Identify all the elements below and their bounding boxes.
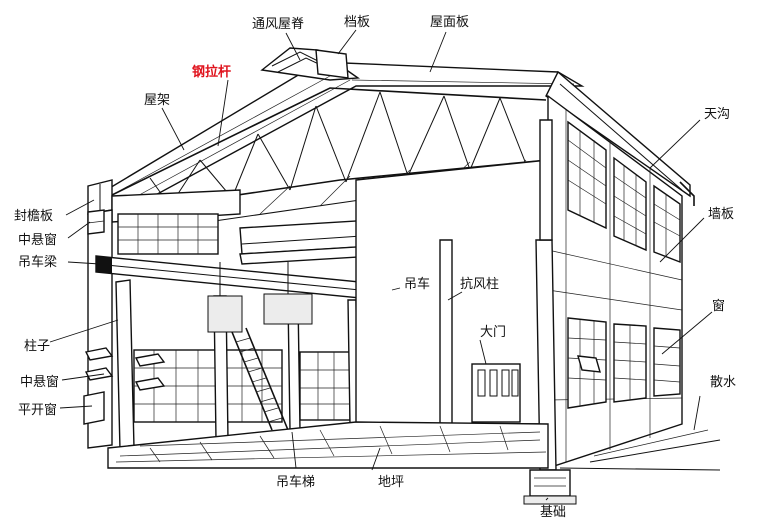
label-casement-window: 平开窗 <box>18 402 57 418</box>
label-baffle: 档板 <box>344 15 370 30</box>
center-pivot-window-open <box>84 347 166 391</box>
label-steel-tie-rod: 钢拉杆 <box>192 64 231 80</box>
label-wall-panel: 墙板 <box>708 207 734 222</box>
foundation <box>523 469 577 505</box>
lower-windows <box>133 349 351 423</box>
label-main-door: 大门 <box>480 325 506 340</box>
label-vent-ridge: 通风屋脊 <box>252 17 304 32</box>
label-gutter: 天沟 <box>704 107 730 122</box>
baffle <box>315 49 349 79</box>
right-wall <box>535 94 683 471</box>
ground-floor <box>107 421 721 505</box>
label-wind-column: 抗风柱 <box>460 277 499 292</box>
main-door <box>471 363 521 423</box>
leader-lines <box>49 29 713 501</box>
left-wall <box>83 209 351 449</box>
label-center-pivot-window-upper: 中悬窗 <box>18 232 57 248</box>
label-center-pivot-window-lower: 中悬窗 <box>20 374 59 390</box>
label-roof-truss: 屋架 <box>144 93 170 108</box>
label-window: 窗 <box>712 298 725 314</box>
label-column: 柱子 <box>24 339 50 354</box>
label-ground-floor: 地坪 <box>378 475 404 490</box>
label-crane-ladder: 吊车梯 <box>276 474 315 490</box>
label-foundation: 基础 <box>540 505 566 520</box>
crane-beam <box>95 255 361 299</box>
lower-right-windows <box>567 317 681 409</box>
label-apron: 散水 <box>710 375 736 390</box>
crane-ladder <box>231 327 289 431</box>
upper-right-windows <box>567 120 681 264</box>
label-crane: 吊车 <box>404 276 430 292</box>
back-gable-wall <box>355 159 549 425</box>
label-roof-panel: 屋面板 <box>430 15 469 30</box>
wind-column <box>439 239 453 425</box>
labels: 通风屋脊 档板 屋面板 钢拉杆 屋架 天沟 封檐板 中悬窗 墙板 吊车梁 吊车 … <box>14 15 736 520</box>
clerestory-window <box>117 213 219 255</box>
label-eave-board: 封檐板 <box>14 209 53 224</box>
label-crane-beam: 吊车梁 <box>18 254 57 270</box>
